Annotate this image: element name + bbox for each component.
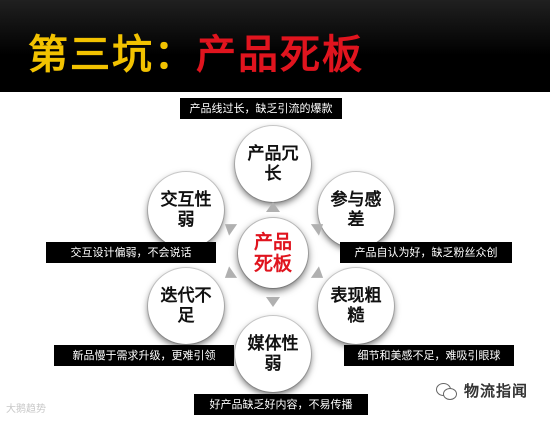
node-lower-left: 迭代不足	[148, 268, 224, 344]
note-upper-left: 交互设计偏弱，不会说话	[46, 242, 216, 263]
node-center: 产品死板	[238, 218, 308, 288]
node-upper-left-label: 交互性弱	[160, 190, 212, 230]
note-lower-right: 细节和美感不足，难吸引眼球	[344, 345, 514, 366]
node-upper-right-label: 参与感差	[330, 190, 382, 230]
title-main: 产品死板	[196, 32, 364, 78]
node-bottom-label: 媒体性弱	[247, 334, 299, 374]
diagram: 产品线过长，缺乏引流的爆款 产品冗长 交互性弱 交互设计偏弱，不会说话 参与感差…	[0, 92, 550, 422]
title-prefix: 第三坑：	[28, 32, 196, 78]
note-top: 产品线过长，缺乏引流的爆款	[180, 98, 342, 119]
slide-header: 第三坑：产品死板	[0, 0, 550, 92]
node-top: 产品冗长	[235, 126, 311, 202]
arrow-down-icon	[266, 297, 280, 307]
watermark: 大鹅趋势	[6, 404, 46, 415]
arrow-up-icon	[266, 202, 280, 212]
note-upper-right: 产品自认为好，缺乏粉丝众创	[340, 242, 512, 263]
node-upper-left: 交互性弱	[148, 172, 224, 248]
node-top-label: 产品冗长	[247, 144, 299, 184]
arrow-lower-right-icon	[310, 266, 328, 284]
node-lower-right: 表现粗糙	[318, 268, 394, 344]
arrow-lower-left-icon	[220, 266, 238, 284]
node-lower-right-label: 表现粗糙	[330, 286, 382, 326]
node-upper-right: 参与感差	[318, 172, 394, 248]
node-bottom: 媒体性弱	[235, 316, 311, 392]
note-bottom: 好产品缺乏好内容，不易传播	[194, 394, 368, 415]
wechat-icon	[436, 382, 458, 400]
node-center-label: 产品死板	[253, 231, 292, 275]
brand-name: 物流指闻	[464, 382, 529, 400]
brand-badge: 物流指闻	[436, 380, 528, 401]
slide-title: 第三坑：产品死板	[28, 22, 364, 80]
arrow-upper-left-icon	[220, 218, 238, 236]
node-lower-left-label: 迭代不足	[160, 286, 212, 326]
note-lower-left: 新品慢于需求升级，更难引领	[54, 345, 234, 366]
